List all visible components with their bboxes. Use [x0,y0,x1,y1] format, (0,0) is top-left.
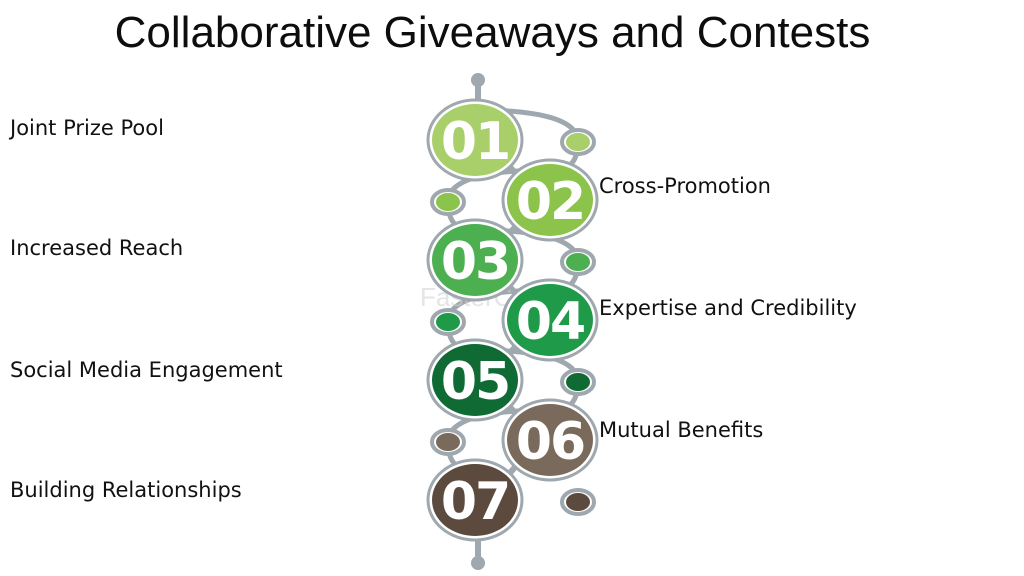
step-02-badge: 02 [501,158,599,242]
accent-dot [436,193,460,211]
accent-dot [566,133,590,151]
badge-fill [432,464,518,536]
accent-dot [566,253,590,271]
step-label-04: Expertise and Credibility [599,296,857,320]
step-label-03: Increased Reach [10,236,184,260]
accent-dot [436,433,460,451]
connector-dots [430,128,596,516]
step-04-badge: 04 [501,278,599,362]
step-label-06: Mutual Benefits [599,418,764,442]
badge-fill [432,224,518,296]
badge-fill [507,284,593,356]
step-number: 05 [441,352,509,412]
step-03-badge: 03 [426,218,524,302]
accent-dot [566,493,590,511]
step-number: 02 [516,172,584,232]
step-01-badge: 01 [426,98,524,182]
badge-fill [507,404,593,476]
terminal-dot-top [471,73,485,87]
step-number: 04 [516,292,584,352]
step-06-badge: 06 [501,398,599,482]
step-05-badge: 05 [426,338,524,422]
terminal-dot-bottom [471,556,485,570]
badge-fill [432,104,518,176]
accent-dot [436,313,460,331]
badge-fill [507,164,593,236]
badge-fill [432,344,518,416]
step-number: 07 [441,472,509,532]
step-07-badge: 07 [426,458,524,542]
step-label-01: Joint Prize Pool [10,116,164,140]
step-label-05: Social Media Engagement [10,358,283,382]
page-title: Collaborative Giveaways and Contests [114,8,871,57]
step-number: 06 [516,412,584,472]
step-number: 01 [441,112,509,172]
step-number: 03 [441,232,509,292]
step-label-07: Building Relationships [10,478,242,502]
step-label-02: Cross-Promotion [599,174,771,198]
accent-dot [566,373,590,391]
